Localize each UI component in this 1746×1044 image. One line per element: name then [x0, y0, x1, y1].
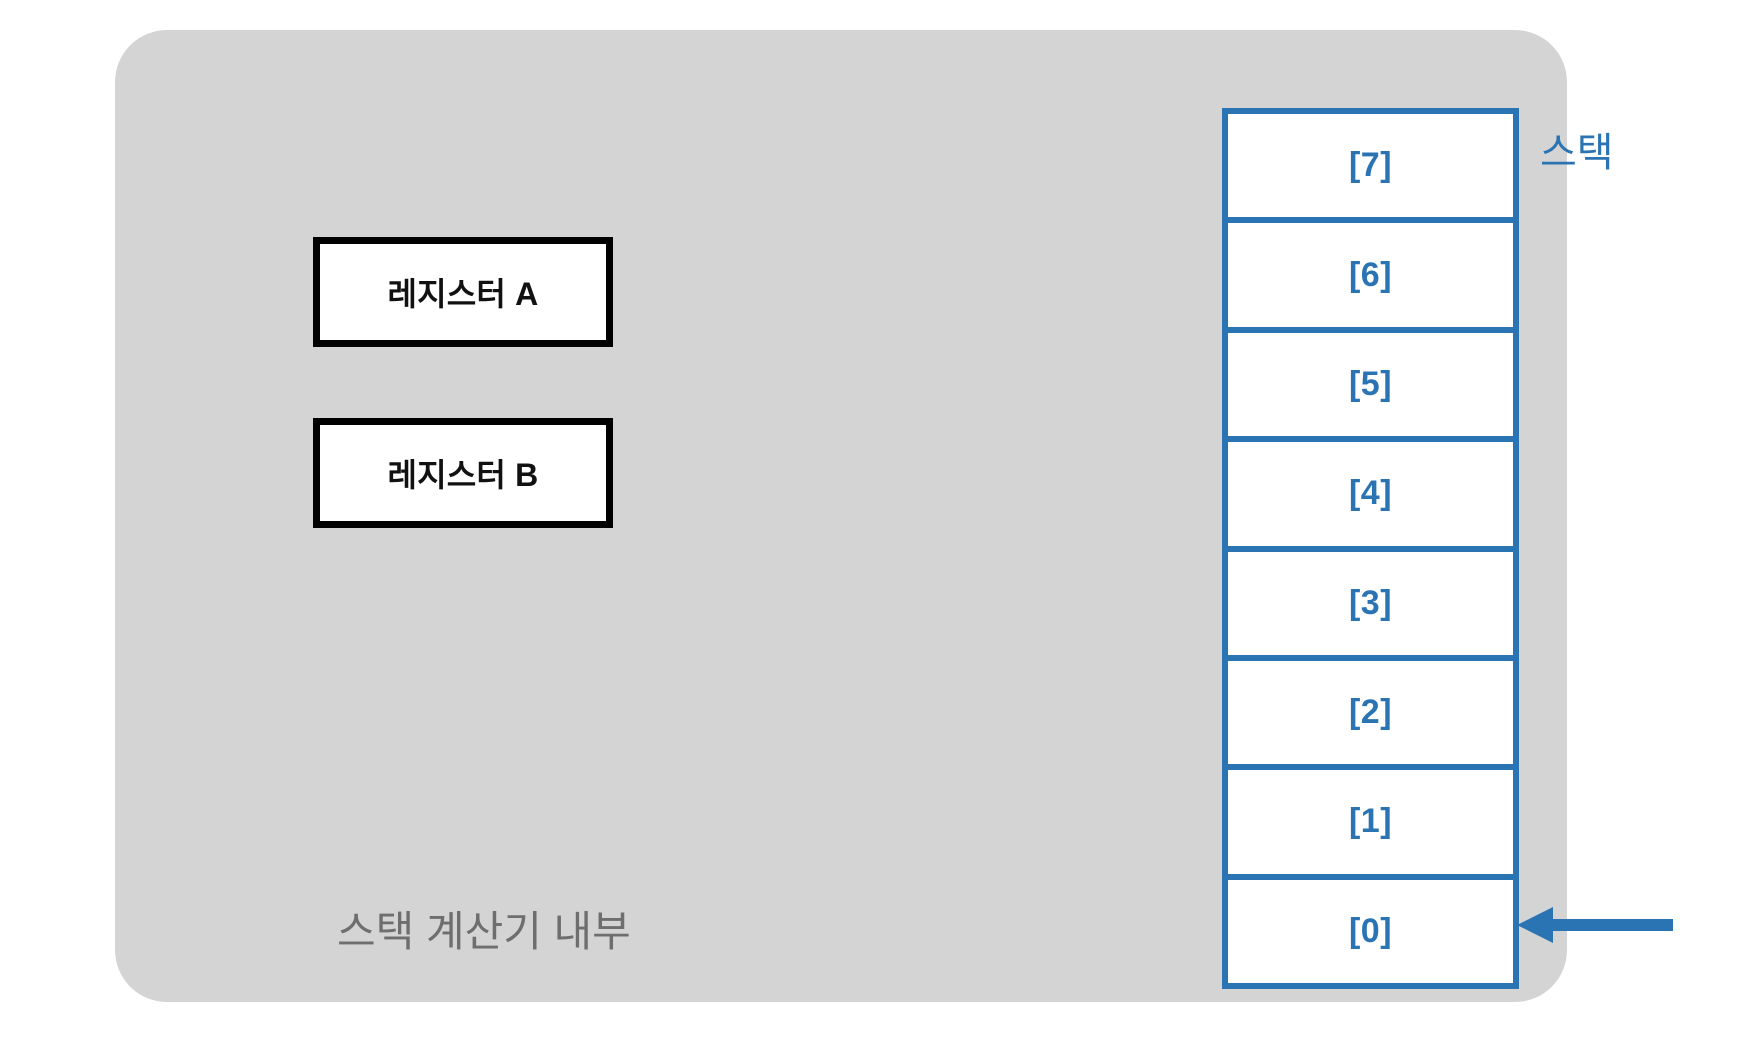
stack-pointer-arrow-icon: [1517, 907, 1673, 943]
register-b-label: 레지스터 B: [387, 457, 539, 493]
stack-column: [7] [6] [5] [4] [3] [2] [1] [0]: [1222, 108, 1519, 989]
stack-cell-label: [2]: [1348, 693, 1393, 732]
stack-cell-7: [7]: [1222, 108, 1519, 221]
stack-cell-label: [6]: [1348, 255, 1393, 294]
stack-cell-3: [3]: [1222, 548, 1519, 658]
stack-cell-4: [4]: [1222, 439, 1519, 549]
stack-machine-panel: 레지스터 A 레지스터 B [7] [6] [5] [4] [3] [2] [1…: [115, 30, 1673, 1002]
stack-cell-label: [1]: [1348, 802, 1393, 841]
stack-cell-label: [5]: [1348, 364, 1393, 403]
stack-cell-0: [0]: [1222, 876, 1519, 989]
register-a-label: 레지스터 A: [387, 276, 539, 312]
stack-cell-label: [3]: [1348, 583, 1393, 622]
register-b-box: 레지스터 B: [313, 418, 613, 528]
stack-cell-label: [7]: [1348, 146, 1393, 185]
register-a-box: 레지스터 A: [313, 237, 613, 347]
stack-cell-label: [4]: [1348, 474, 1393, 513]
stack-cell-label: [0]: [1348, 911, 1393, 950]
panel-caption-label: 스택 계산기 내부: [337, 908, 631, 955]
stack-cell-1: [1]: [1222, 767, 1519, 877]
stack-cell-6: [6]: [1222, 220, 1519, 330]
stack-title-label: 스택: [1540, 131, 1614, 175]
stack-cell-2: [2]: [1222, 657, 1519, 768]
stack-cell-5: [5]: [1222, 329, 1519, 440]
